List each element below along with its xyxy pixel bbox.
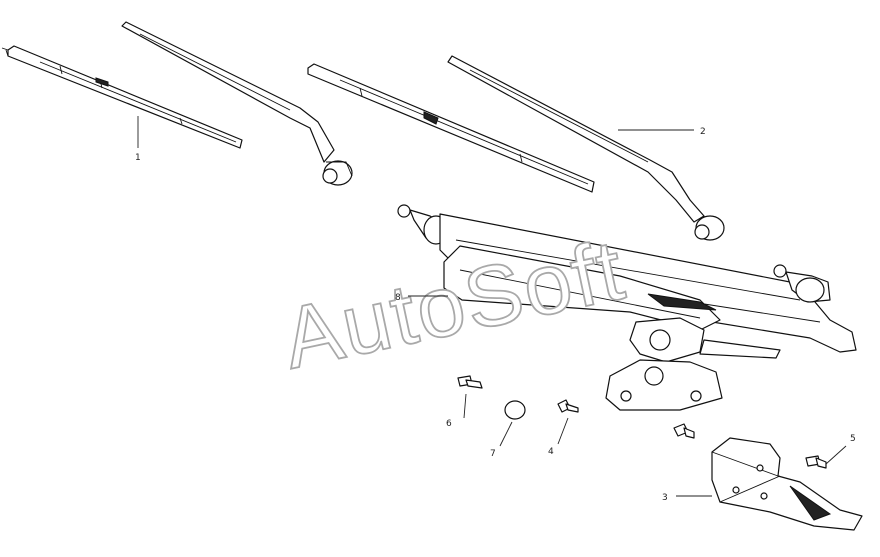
wiper-blade-center [307, 63, 595, 193]
callout-2: 2 [700, 127, 706, 137]
washer-part-7 [504, 400, 526, 420]
callout-6: 6 [446, 419, 452, 429]
callout-1: 1 [135, 153, 141, 163]
callout-3: 3 [662, 493, 668, 503]
callout-4: 4 [548, 447, 554, 457]
bolt-bracket-left [673, 423, 695, 439]
wiper-linkage-assembly [397, 204, 857, 411]
bolt-part-6 [457, 375, 483, 389]
callout-8: 8 [395, 293, 401, 303]
leader-lines [137, 116, 847, 497]
screw-part-4 [557, 399, 579, 413]
wiper-blade-left [1, 45, 243, 149]
wiper-arm-left [121, 21, 353, 186]
wiper-arm-right [447, 55, 725, 241]
bolt-part-5 [805, 455, 827, 469]
callout-5: 5 [850, 434, 856, 444]
callout-7: 7 [490, 449, 496, 459]
bracket-part-3 [711, 437, 863, 531]
